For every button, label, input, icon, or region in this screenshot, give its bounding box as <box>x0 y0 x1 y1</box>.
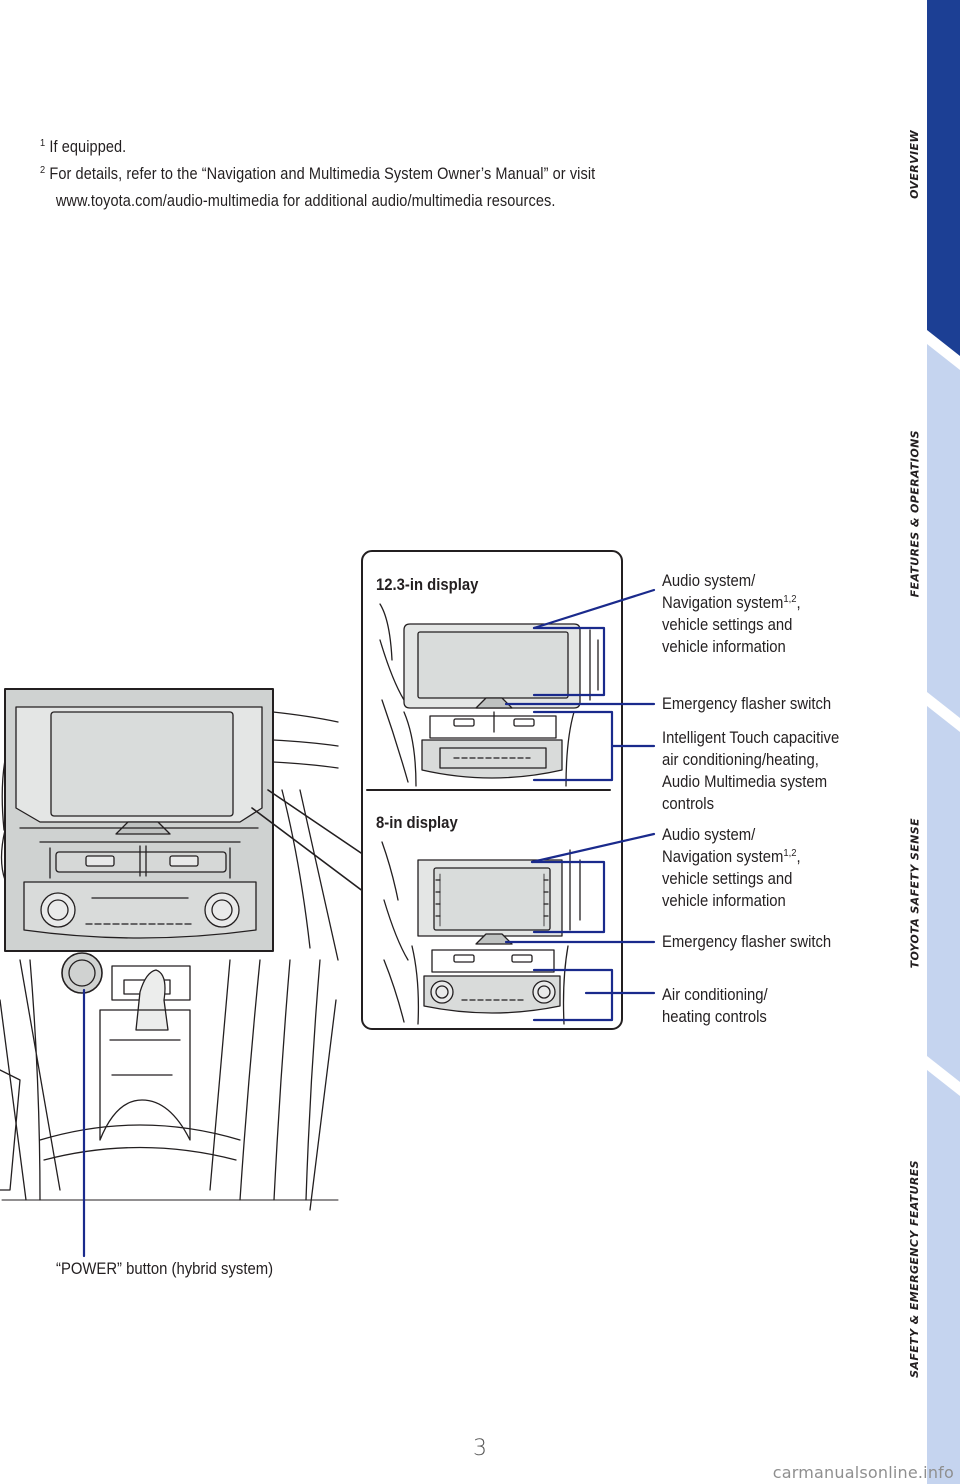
footnotes: 1 If equipped. 2 For details, refer to t… <box>40 134 709 215</box>
large-climate-callout: Intelligent Touch capacitive air conditi… <box>662 729 840 813</box>
small-screen <box>433 867 551 931</box>
large-audio-callout: Audio system/ Navigation system1,2, vehi… <box>662 572 801 656</box>
footnote-2-continued: www.toyota.com/audio-multimedia for addi… <box>55 192 556 210</box>
footnote-2: 2 For details, refer to the “Navigation … <box>40 164 596 183</box>
power-button-drawing <box>61 952 103 994</box>
large-display-title: 12.3-in display <box>376 576 479 594</box>
large-flasher-callout: Emergency flasher switch <box>662 695 832 713</box>
small-audio-callout: Audio system/ Navigation system1,2, vehi… <box>662 826 801 910</box>
callout-lines <box>82 588 656 1258</box>
large-display-drawing <box>379 603 599 787</box>
main-screen <box>50 711 234 817</box>
main-dashboard-drawing <box>0 688 339 1211</box>
page-number: 3 <box>473 1436 487 1461</box>
small-display-title: 8-in display <box>376 814 458 832</box>
footnote-1: 1 If equipped. <box>40 137 127 156</box>
small-display-drawing <box>381 841 581 1025</box>
power-button-label: “POWER” button (hybrid system) <box>56 1260 274 1278</box>
large-screen <box>417 631 569 699</box>
small-climate-callout: Air conditioning/ heating controls <box>662 986 768 1026</box>
small-flasher-callout: Emergency flasher switch <box>662 933 832 951</box>
watermark: carmanualsonline.info <box>772 1463 954 1482</box>
